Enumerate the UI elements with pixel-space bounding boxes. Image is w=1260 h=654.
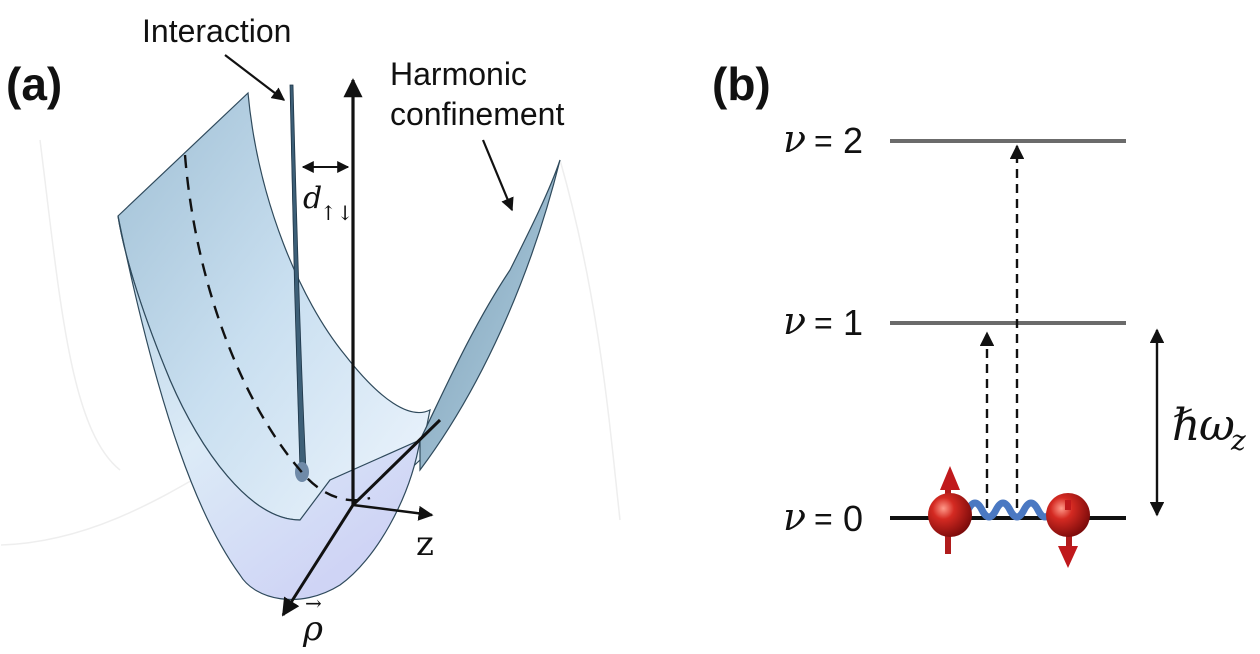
panel-a: z ρ → d ↑↓ Interaction Harmonic confinem… bbox=[0, 13, 621, 649]
level-symbol: ν bbox=[783, 117, 806, 161]
distance-symbol: d bbox=[303, 181, 322, 216]
level-equals: = bbox=[814, 305, 833, 341]
potential-surface-front bbox=[117, 215, 421, 601]
confinement-pointer bbox=[481, 139, 514, 212]
spin-down-atom-sphere bbox=[1046, 493, 1090, 537]
dashed-minimum-curve bbox=[183, 154, 371, 502]
panel-a-label: (a) bbox=[6, 58, 62, 110]
interaction-pointer bbox=[224, 54, 286, 101]
panel-b-label: (b) bbox=[712, 58, 771, 110]
level-label-2: ν = 2 bbox=[783, 117, 863, 161]
rho-vector-mark: → bbox=[305, 591, 322, 615]
level-symbol: ν bbox=[783, 299, 806, 343]
distance-subscript: ↑↓ bbox=[320, 201, 354, 225]
level-label-0: ν = 0 bbox=[783, 495, 863, 539]
level-number: 2 bbox=[843, 120, 863, 161]
spin-up-arrow-icon bbox=[940, 466, 960, 490]
panel-b: (b) ν = 2 ν = 1 ν = 0 ℏ ω z bbox=[712, 58, 1246, 568]
spin-down-top-stub bbox=[1065, 500, 1071, 510]
level-number: 0 bbox=[843, 498, 863, 539]
atom-spin-up bbox=[928, 466, 972, 554]
spin-up-atom-sphere bbox=[928, 493, 972, 537]
confinement-label-line1: Harmonic bbox=[390, 56, 527, 92]
level-number: 1 bbox=[843, 302, 863, 343]
rho-axis-label: ρ bbox=[302, 609, 323, 649]
spin-down-arrow-icon bbox=[1058, 546, 1078, 568]
interaction-label: Interaction bbox=[142, 13, 291, 49]
spacing-hbar: ℏ bbox=[1172, 400, 1200, 451]
spacing-subscript: z bbox=[1230, 424, 1246, 457]
spacing-omega: ω bbox=[1199, 400, 1235, 451]
confinement-label-line2: confinement bbox=[390, 96, 564, 132]
level-equals: = bbox=[814, 123, 833, 159]
rho-axis-back bbox=[351, 418, 442, 507]
z-axis bbox=[352, 503, 434, 521]
level-symbol: ν bbox=[783, 495, 806, 539]
atom-spin-down bbox=[1046, 493, 1090, 568]
potential-surface-right bbox=[419, 159, 561, 472]
rho-axis bbox=[281, 504, 355, 617]
level-equals: = bbox=[814, 501, 833, 537]
level-label-1: ν = 1 bbox=[783, 299, 863, 343]
z-axis-label: z bbox=[416, 524, 434, 564]
